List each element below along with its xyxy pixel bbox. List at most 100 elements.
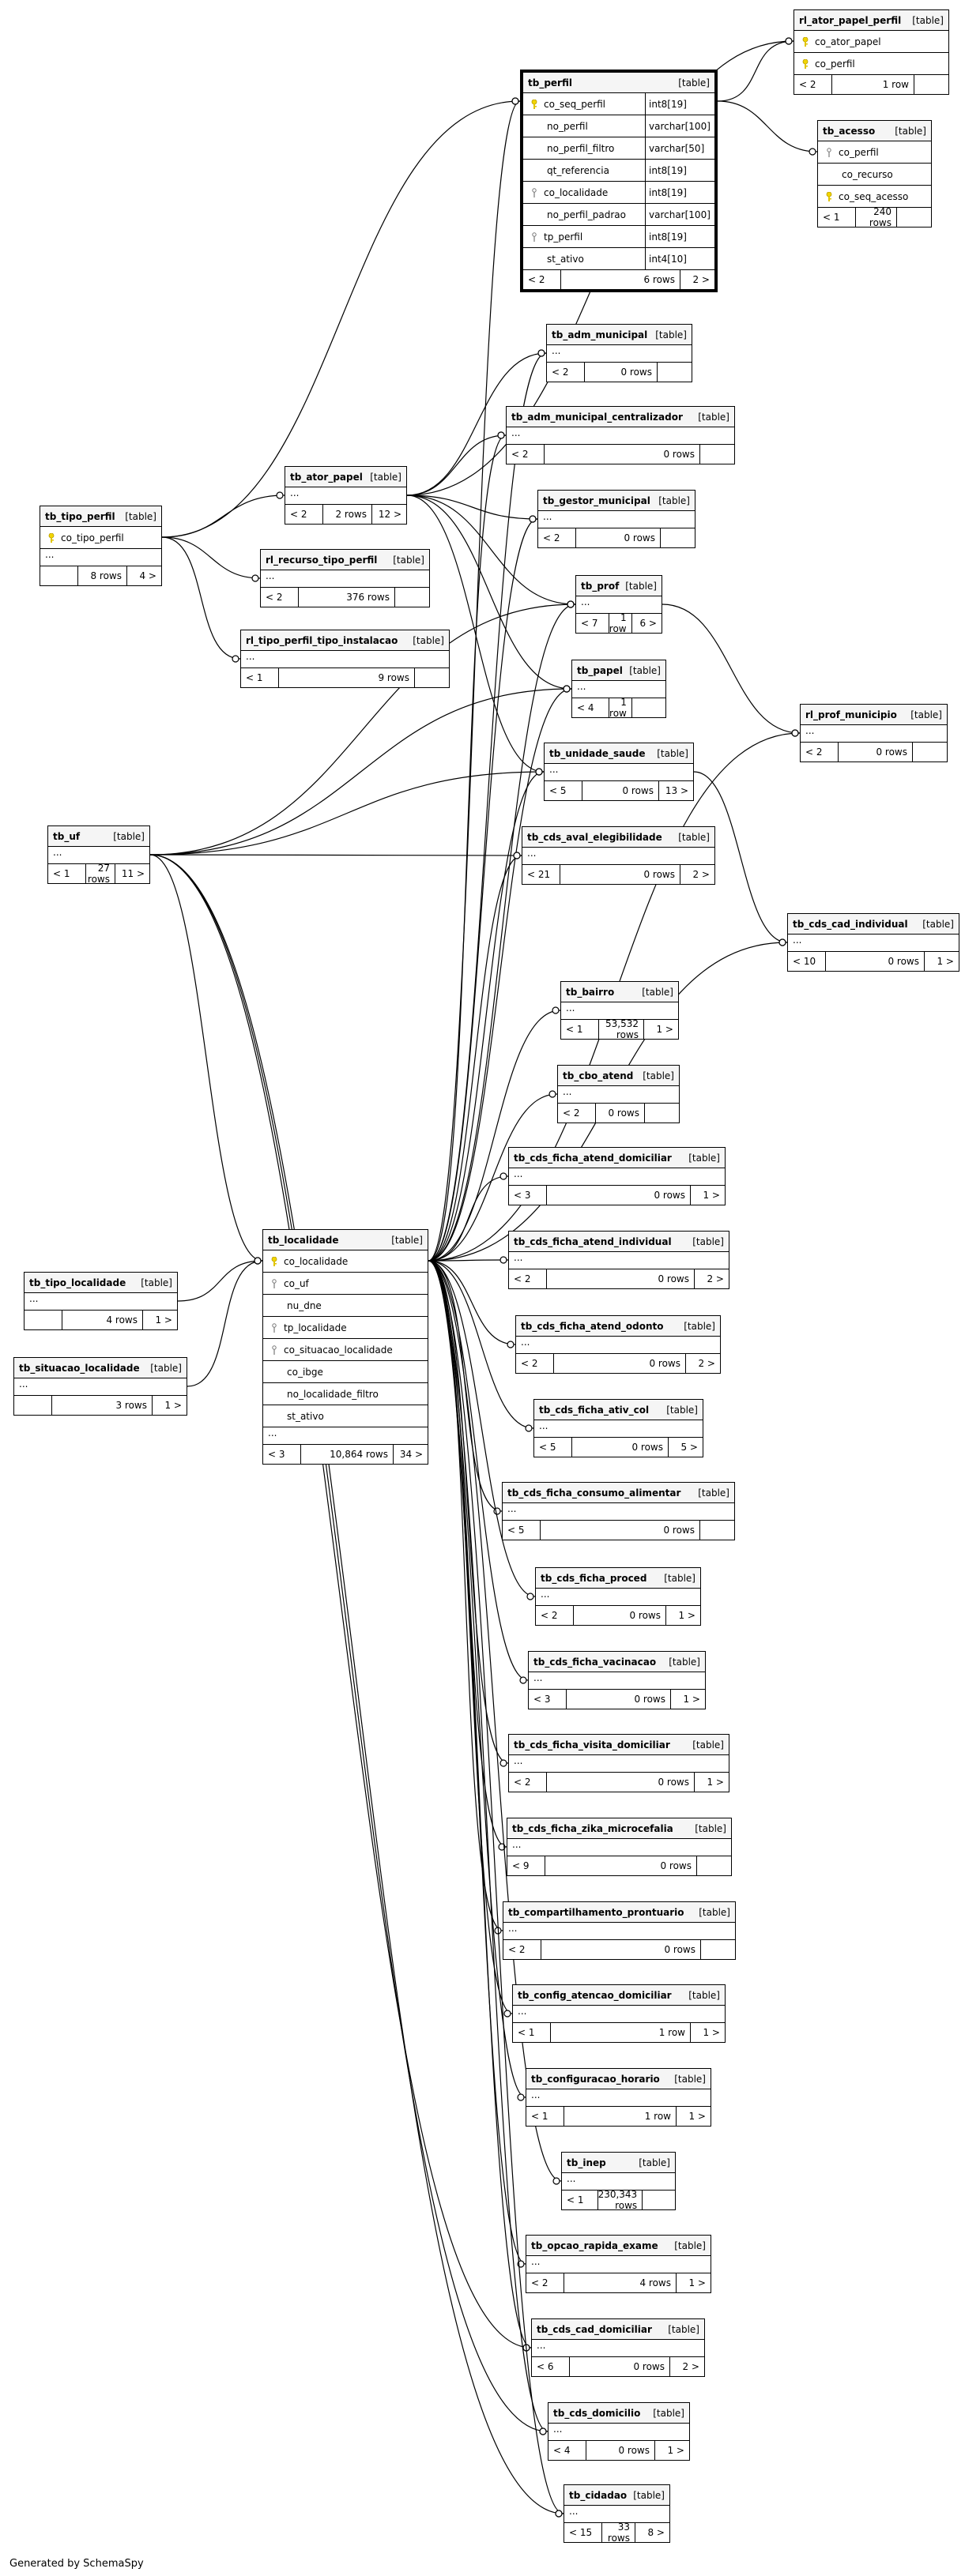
parent-count[interactable]: < 2 [509,1269,547,1288]
table-header[interactable]: tb_opcao_rapida_exame[table] [526,2236,711,2256]
table-name[interactable]: tb_tipo_localidade [29,1277,126,1288]
table-name[interactable]: tb_cds_ficha_proced [541,1572,647,1584]
child-count[interactable] [699,1521,734,1540]
parent-count[interactable]: < 2 [801,743,839,762]
table-tb_adm_municipal_centralizador[interactable]: tb_adm_municipal_centralizador[table]...… [506,406,735,464]
column-row[interactable]: co_situacao_localidade [263,1339,428,1361]
parent-count[interactable]: < 6 [532,2357,570,2376]
column-row[interactable]: st_ativo [263,1405,428,1427]
child-count[interactable] [642,2191,675,2209]
table-name[interactable]: tb_localidade [268,1234,339,1246]
table-tb_cds_ficha_atend_domiciliar[interactable]: tb_cds_ficha_atend_domiciliar[table]...<… [508,1147,726,1205]
table-rl_ator_papel_perfil[interactable]: rl_ator_papel_perfil[table]co_ator_papel… [793,9,949,95]
column-row[interactable]: co_seq_acesso [818,186,931,208]
table-name[interactable]: tb_cbo_atend [563,1070,634,1081]
child-count[interactable] [896,208,931,227]
child-count[interactable]: 1 > [690,1186,725,1205]
table-header[interactable]: tb_cds_ficha_ativ_col[table] [534,1400,703,1420]
child-count[interactable]: 12 > [371,505,406,524]
child-count[interactable]: 6 > [631,614,662,633]
parent-count[interactable]: < 2 [536,1606,574,1625]
table-header[interactable]: tb_ator_papel[table] [285,467,406,487]
parent-count[interactable]: < 3 [529,1690,567,1709]
parent-count[interactable]: < 3 [509,1186,547,1205]
child-count[interactable] [414,668,449,687]
table-tb_cds_ficha_zika_microcefalia[interactable]: tb_cds_ficha_zika_microcefalia[table]...… [507,1818,732,1876]
table-name[interactable]: tb_cds_ficha_consumo_alimentar [507,1487,681,1499]
table-tb_compartilhamento_prontuario[interactable]: tb_compartilhamento_prontuario[table]...… [503,1901,736,1960]
child-count[interactable]: 2 > [680,270,714,289]
parent-count[interactable]: < 15 [564,2523,602,2542]
child-count[interactable]: 13 > [658,781,693,800]
table-name[interactable]: tb_inep [567,2157,606,2168]
child-count[interactable]: 5 > [668,1438,703,1457]
table-name[interactable]: rl_ator_papel_perfil [799,14,902,26]
parent-count[interactable]: < 1 [818,208,856,227]
table-header[interactable]: tb_cds_ficha_atend_domiciliar[table] [509,1148,725,1168]
table-header[interactable]: tb_cds_ficha_atend_odonto[table] [516,1316,720,1337]
table-name[interactable]: rl_tipo_perfil_tipo_instalacao [246,634,398,646]
table-name[interactable]: tb_ator_papel [290,471,363,483]
parent-count[interactable] [40,566,78,585]
child-count[interactable] [914,75,948,94]
child-count[interactable] [657,363,692,382]
table-header[interactable]: tb_tipo_localidade[table] [25,1273,177,1293]
column-row[interactable]: tp_localidade [263,1317,428,1339]
child-count[interactable]: 4 > [126,566,161,585]
child-count[interactable]: 11 > [115,864,149,883]
child-count[interactable]: 2 > [669,2357,704,2376]
table-header[interactable]: tb_inep[table] [562,2153,675,2173]
child-count[interactable] [696,1856,731,1875]
table-name[interactable]: tb_configuracao_horario [531,2073,660,2085]
table-header[interactable]: tb_cds_ficha_vacinacao[table] [529,1652,705,1672]
column-row[interactable]: no_localidade_filtro [263,1383,428,1405]
table-header[interactable]: tb_situacao_localidade[table] [14,1358,187,1378]
parent-count[interactable]: < 2 [516,1354,554,1373]
column-row[interactable]: co_recurso [818,164,931,186]
child-count[interactable] [644,1104,679,1123]
table-header[interactable]: tb_cds_ficha_zika_microcefalia[table] [507,1818,731,1839]
table-name[interactable]: tb_situacao_localidade [19,1362,140,1374]
parent-count[interactable]: < 2 [261,588,299,607]
table-name[interactable]: tb_adm_municipal_centralizador [511,411,683,423]
table-header[interactable]: tb_localidade[table] [263,1230,428,1250]
child-count[interactable]: 8 > [635,2523,669,2542]
table-rl_tipo_perfil_tipo_instalacao[interactable]: rl_tipo_perfil_tipo_instalacao[table]...… [240,630,450,688]
parent-count[interactable]: < 1 [562,2191,598,2209]
table-tb_cds_ficha_visita_domiciliar[interactable]: tb_cds_ficha_visita_domiciliar[table]...… [508,1734,729,1792]
table-name[interactable]: tb_compartilhamento_prontuario [508,1906,684,1918]
column-row[interactable]: nu_dne [263,1295,428,1317]
parent-count[interactable]: < 1 [241,668,279,687]
child-count[interactable] [699,445,734,464]
table-name[interactable]: tb_acesso [823,125,876,137]
child-count[interactable] [660,528,695,547]
table-name[interactable]: tb_bairro [566,986,615,998]
table-name[interactable]: tb_cidadao [569,2489,628,2501]
parent-count[interactable]: < 5 [503,1521,541,1540]
child-count[interactable]: 1 > [670,1690,705,1709]
table-name[interactable]: tb_opcao_rapida_exame [531,2239,658,2251]
parent-count[interactable]: < 1 [526,2107,564,2126]
child-count[interactable]: 1 > [690,2023,725,2042]
column-row[interactable]: co_ator_papel [794,31,948,53]
table-header[interactable]: tb_cds_domicilio[table] [548,2403,689,2424]
parent-count[interactable]: < 2 [794,75,832,94]
column-row[interactable]: co_uf [263,1273,428,1295]
table-header[interactable]: tb_cds_aval_elegibilidade[table] [522,827,714,848]
table-header[interactable]: tb_acesso[table] [818,121,931,141]
child-count[interactable]: 2 > [685,1354,720,1373]
